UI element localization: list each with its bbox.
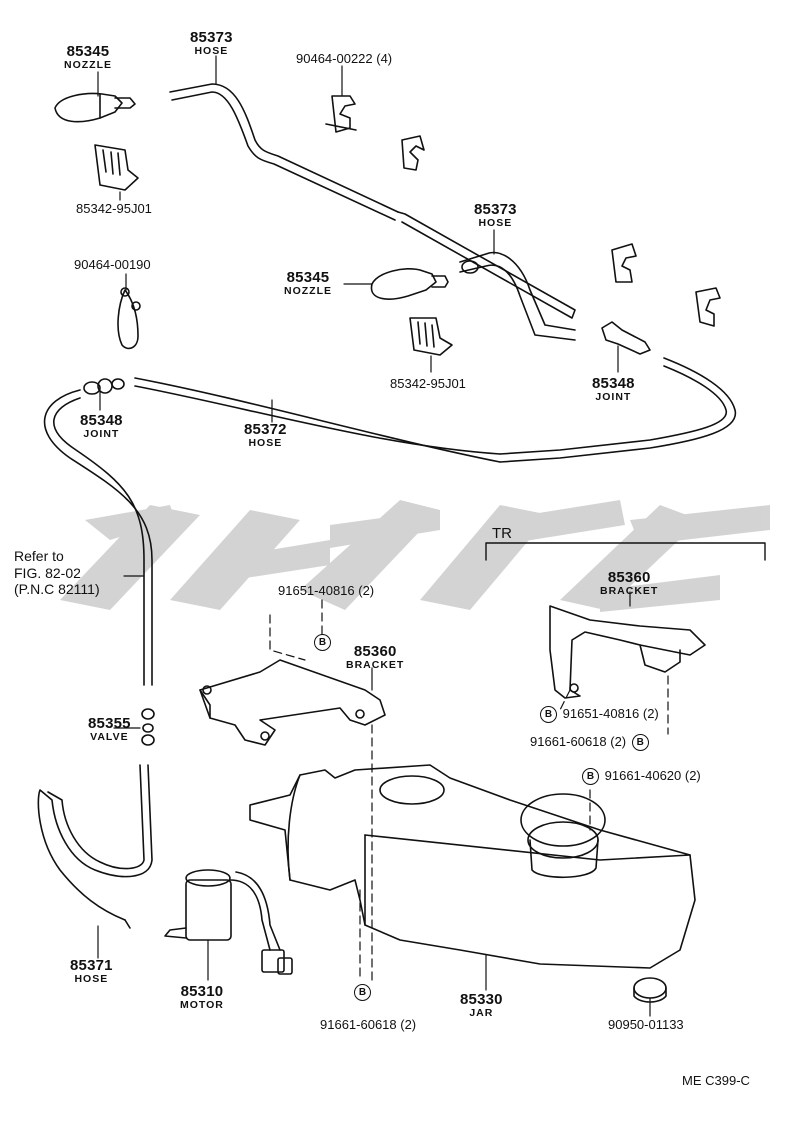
part-number: 85345: [66, 43, 110, 60]
part-number: 85330: [460, 991, 503, 1008]
clip-top-2: [401, 135, 425, 171]
label-nozzle-mount-top: 85342-95J01: [76, 201, 152, 216]
refer-note-line1: Refer to: [14, 548, 64, 564]
part-name: NOZZLE: [284, 285, 332, 297]
part-name: NOZZLE: [64, 59, 112, 71]
bolt-marker-top: B: [314, 634, 331, 652]
refer-note: Refer to FIG. 82-02 (P.N.C 82111): [14, 548, 100, 598]
part-number: 85345: [286, 269, 330, 286]
clip-right-1: [611, 243, 637, 283]
label-hose-top: 85373 HOSE: [190, 30, 233, 57]
bracket-main: [199, 659, 386, 746]
clip-right-2: [695, 287, 721, 327]
nozzle-mount-top: [94, 144, 139, 191]
part-number: 85360: [607, 569, 651, 586]
label-nozzle-mid: 85345 NOZZLE: [284, 270, 332, 297]
label-bolt-tr-1: 91651-40816 (2): [562, 706, 659, 721]
hose-right-curve: [499, 357, 737, 463]
label-hose-mid: 85373 HOSE: [474, 202, 517, 229]
label-grommet: 90950-01133: [608, 1017, 684, 1032]
label-hose-low: 85371 HOSE: [70, 958, 113, 985]
label-clip-top: 90464-00222 (4): [296, 51, 393, 66]
label-clip-left: 90464-00190: [74, 257, 151, 272]
part-name: JOINT: [595, 391, 632, 403]
label-nozzle-top: 85345 NOZZLE: [64, 44, 112, 71]
hose-85371: [37, 764, 153, 929]
part-name: HOSE: [478, 217, 513, 229]
hose-85372: [43, 377, 501, 686]
part-number: 85373: [190, 29, 233, 46]
label-bolt-bottom: 91661-60618 (2): [320, 1017, 417, 1032]
refer-note-line3: (P.N.C 82111): [14, 581, 100, 598]
bracket-tr: [549, 605, 706, 699]
bolt-marker-bottom: B: [354, 984, 371, 1002]
part-name: BRACKET: [346, 659, 405, 671]
part-name: MOTOR: [180, 999, 224, 1011]
part-name: BRACKET: [600, 585, 659, 597]
part-number: 85310: [180, 983, 224, 1000]
part-number: 85348: [80, 412, 123, 429]
part-number: 85372: [244, 421, 287, 438]
label-valve: 85355 VALVE: [88, 716, 131, 743]
label-bracket-tr: 85360 BRACKET: [600, 570, 658, 597]
label-motor: 85310 MOTOR: [180, 984, 224, 1011]
valve: [141, 708, 155, 746]
tr-bracket-line: [485, 542, 766, 561]
part-number: 85371: [70, 957, 113, 974]
dashed-lines: [269, 599, 669, 981]
clip-top-1: [325, 95, 357, 133]
bolt-marker-jar: B 91661-40620 (2): [582, 768, 701, 786]
label-hose-long: 85372 HOSE: [244, 422, 287, 449]
part-name: VALVE: [90, 731, 129, 743]
bolt-marker-tr-2: 91661-60618 (2) B: [530, 734, 649, 752]
label-bolt-top: 91651-40816 (2): [278, 583, 375, 598]
clip-left: [117, 287, 141, 350]
part-name: HOSE: [194, 45, 229, 57]
refer-note-line2: FIG. 82-02: [14, 564, 81, 581]
part-number: 85348: [592, 375, 635, 392]
nozzle-mid: [370, 268, 449, 300]
part-name: HOSE: [74, 973, 109, 985]
nozzle-top: [54, 92, 136, 123]
part-number: 85360: [353, 643, 397, 660]
joint-left: [83, 378, 125, 395]
figure-reference: ME C399-C: [682, 1073, 750, 1088]
nozzle-mount-mid: [409, 317, 453, 356]
motor: [164, 869, 293, 975]
label-joint-left: 85348 JOINT: [80, 413, 123, 440]
leader-lines: [97, 55, 651, 1017]
label-jar: 85330 JAR: [460, 992, 503, 1019]
part-number: 85373: [474, 201, 517, 218]
part-number: 85355: [88, 715, 131, 732]
bolt-marker-tr-1: B 91651-40816 (2): [540, 706, 659, 724]
label-bolt-jar: 91661-40620 (2): [604, 768, 701, 783]
label-joint-right: 85348 JOINT: [592, 376, 635, 403]
label-nozzle-mount-mid: 85342-95J01: [390, 376, 466, 391]
label-bolt-tr-2: 91661-60618 (2): [530, 734, 627, 749]
watermark-logo: [60, 500, 770, 612]
label-bracket-main: 85360 BRACKET: [346, 644, 404, 671]
part-name: HOSE: [248, 437, 283, 449]
joint-right: [601, 321, 651, 355]
part-name: JOINT: [83, 428, 120, 440]
hose-85373-mid: [459, 251, 576, 341]
label-tr: TR: [492, 525, 512, 542]
jar: [249, 764, 696, 969]
part-name: JAR: [469, 1007, 494, 1019]
